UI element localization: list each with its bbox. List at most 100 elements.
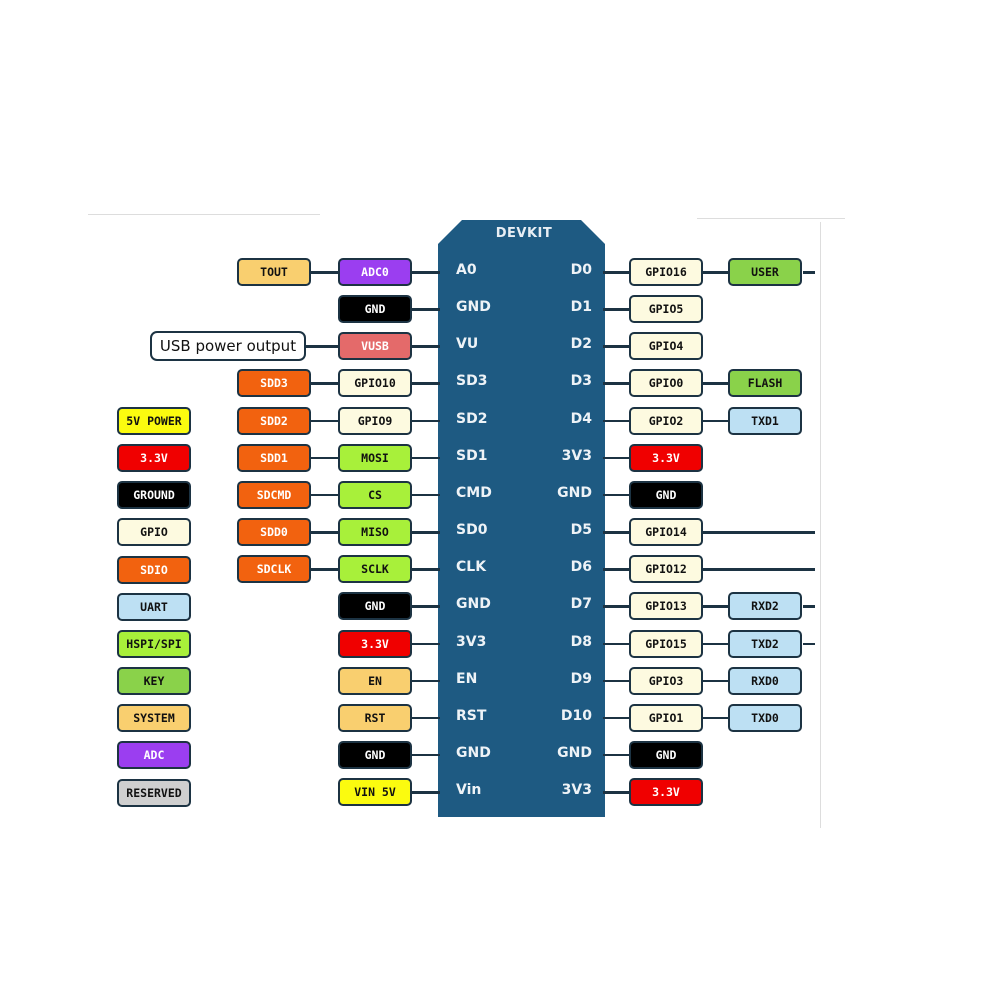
legend-item: 5V POWER — [117, 407, 191, 435]
wire — [603, 753, 630, 757]
pin-function-box: EN — [338, 666, 412, 695]
pin-function-box: GPIO4 — [629, 332, 703, 361]
pin-label: D4 — [570, 410, 592, 427]
legend-item: SDIO — [117, 555, 191, 584]
wire — [603, 419, 630, 423]
pin-alt-function-box: FLASH — [728, 369, 802, 398]
pin-label: D9 — [570, 670, 592, 687]
wire — [803, 605, 815, 608]
pin-label: GND — [456, 744, 491, 761]
wire — [703, 716, 730, 720]
pin-alt-function-box: SDD1 — [237, 443, 311, 472]
pin-function-box: GPIO1 — [629, 703, 703, 732]
wire — [310, 271, 338, 274]
wire — [412, 456, 440, 460]
pin-alt-function-box: SDD0 — [237, 518, 311, 547]
pin-function-box: 3.3V — [338, 629, 412, 658]
pin-function-box: GND — [338, 592, 412, 621]
wire — [603, 271, 630, 274]
wire — [703, 568, 815, 571]
wire — [306, 345, 338, 348]
wire — [803, 642, 815, 645]
wire — [603, 605, 630, 608]
legend-item: 3.3V — [117, 444, 191, 473]
pin-label: SD3 — [456, 373, 488, 390]
wire — [603, 345, 630, 348]
pin-function-box: CS — [338, 480, 412, 509]
pin-alt-function-box: SDCMD — [237, 480, 311, 509]
pin-function-box: GPIO5 — [629, 295, 703, 324]
divider — [88, 214, 320, 215]
pin-alt-function-box: TXD0 — [728, 703, 802, 732]
wire — [603, 679, 630, 683]
pin-label: EN — [456, 670, 478, 687]
pin-label: D3 — [570, 373, 592, 390]
legend-item: GPIO — [117, 518, 191, 547]
wire — [703, 605, 730, 608]
pin-label: GND — [557, 484, 592, 501]
pin-function-box: ADC0 — [338, 258, 412, 286]
pin-function-box: 3.3V — [629, 443, 703, 472]
legend-item: GROUND — [117, 481, 191, 510]
devkit-board — [438, 220, 605, 817]
pin-function-box: GPIO0 — [629, 369, 703, 398]
pin-function-box: GPIO9 — [338, 406, 412, 435]
pin-function-box: SCLK — [338, 555, 412, 584]
pin-label: D6 — [570, 559, 592, 576]
legend-item: HSPI/SPI — [117, 629, 191, 658]
pin-function-box: GPIO14 — [629, 518, 703, 547]
pin-label: D1 — [570, 299, 592, 316]
wire — [310, 382, 338, 385]
pin-label: VU — [456, 336, 479, 353]
wire — [412, 716, 440, 720]
wire — [412, 308, 440, 311]
wire — [412, 382, 440, 385]
wire — [803, 271, 815, 274]
wire — [703, 642, 730, 645]
wire — [310, 493, 338, 497]
wire — [310, 456, 338, 460]
wire — [412, 271, 440, 274]
divider — [820, 222, 821, 828]
pin-function-box: GPIO2 — [629, 406, 703, 435]
wire — [412, 679, 440, 683]
pin-alt-function-box: RXD2 — [728, 592, 802, 621]
wire — [603, 716, 630, 720]
pin-function-box: VIN 5V — [338, 778, 412, 807]
pin-function-box: GPIO15 — [629, 629, 703, 658]
pin-function-box: GND — [338, 295, 412, 324]
wire — [412, 605, 440, 608]
wire — [310, 419, 338, 423]
pin-alt-function-box: TXD2 — [728, 629, 802, 658]
wire — [310, 531, 338, 534]
pin-label: CMD — [456, 484, 492, 501]
pin-label: D5 — [570, 522, 592, 539]
wire — [603, 791, 630, 794]
wire — [412, 531, 440, 534]
wire — [603, 382, 630, 385]
pin-alt-function-box: USER — [728, 258, 802, 286]
wire — [603, 642, 630, 645]
wire — [603, 493, 630, 497]
wire — [412, 753, 440, 757]
wire — [603, 456, 630, 460]
wire — [703, 271, 730, 274]
pin-alt-function-box: SDD2 — [237, 406, 311, 435]
pin-alt-function-box: TOUT — [237, 258, 311, 286]
pin-function-box: 3.3V — [629, 778, 703, 807]
pin-alt-function-box: TXD1 — [728, 406, 802, 435]
pin-label: GND — [456, 596, 491, 613]
wire — [703, 679, 730, 683]
wire — [703, 419, 730, 423]
pin-function-box: GPIO10 — [338, 369, 412, 398]
wire — [310, 568, 338, 571]
pin-label: D10 — [560, 707, 592, 724]
pin-label: D2 — [570, 336, 592, 353]
pin-label: 3V3 — [561, 782, 592, 799]
wire — [412, 345, 440, 348]
pin-label: SD2 — [456, 410, 488, 427]
legend-item: KEY — [117, 667, 191, 696]
wire — [603, 531, 630, 534]
pin-label: D7 — [570, 596, 592, 613]
pin-alt-function-box: SDCLK — [237, 555, 311, 584]
